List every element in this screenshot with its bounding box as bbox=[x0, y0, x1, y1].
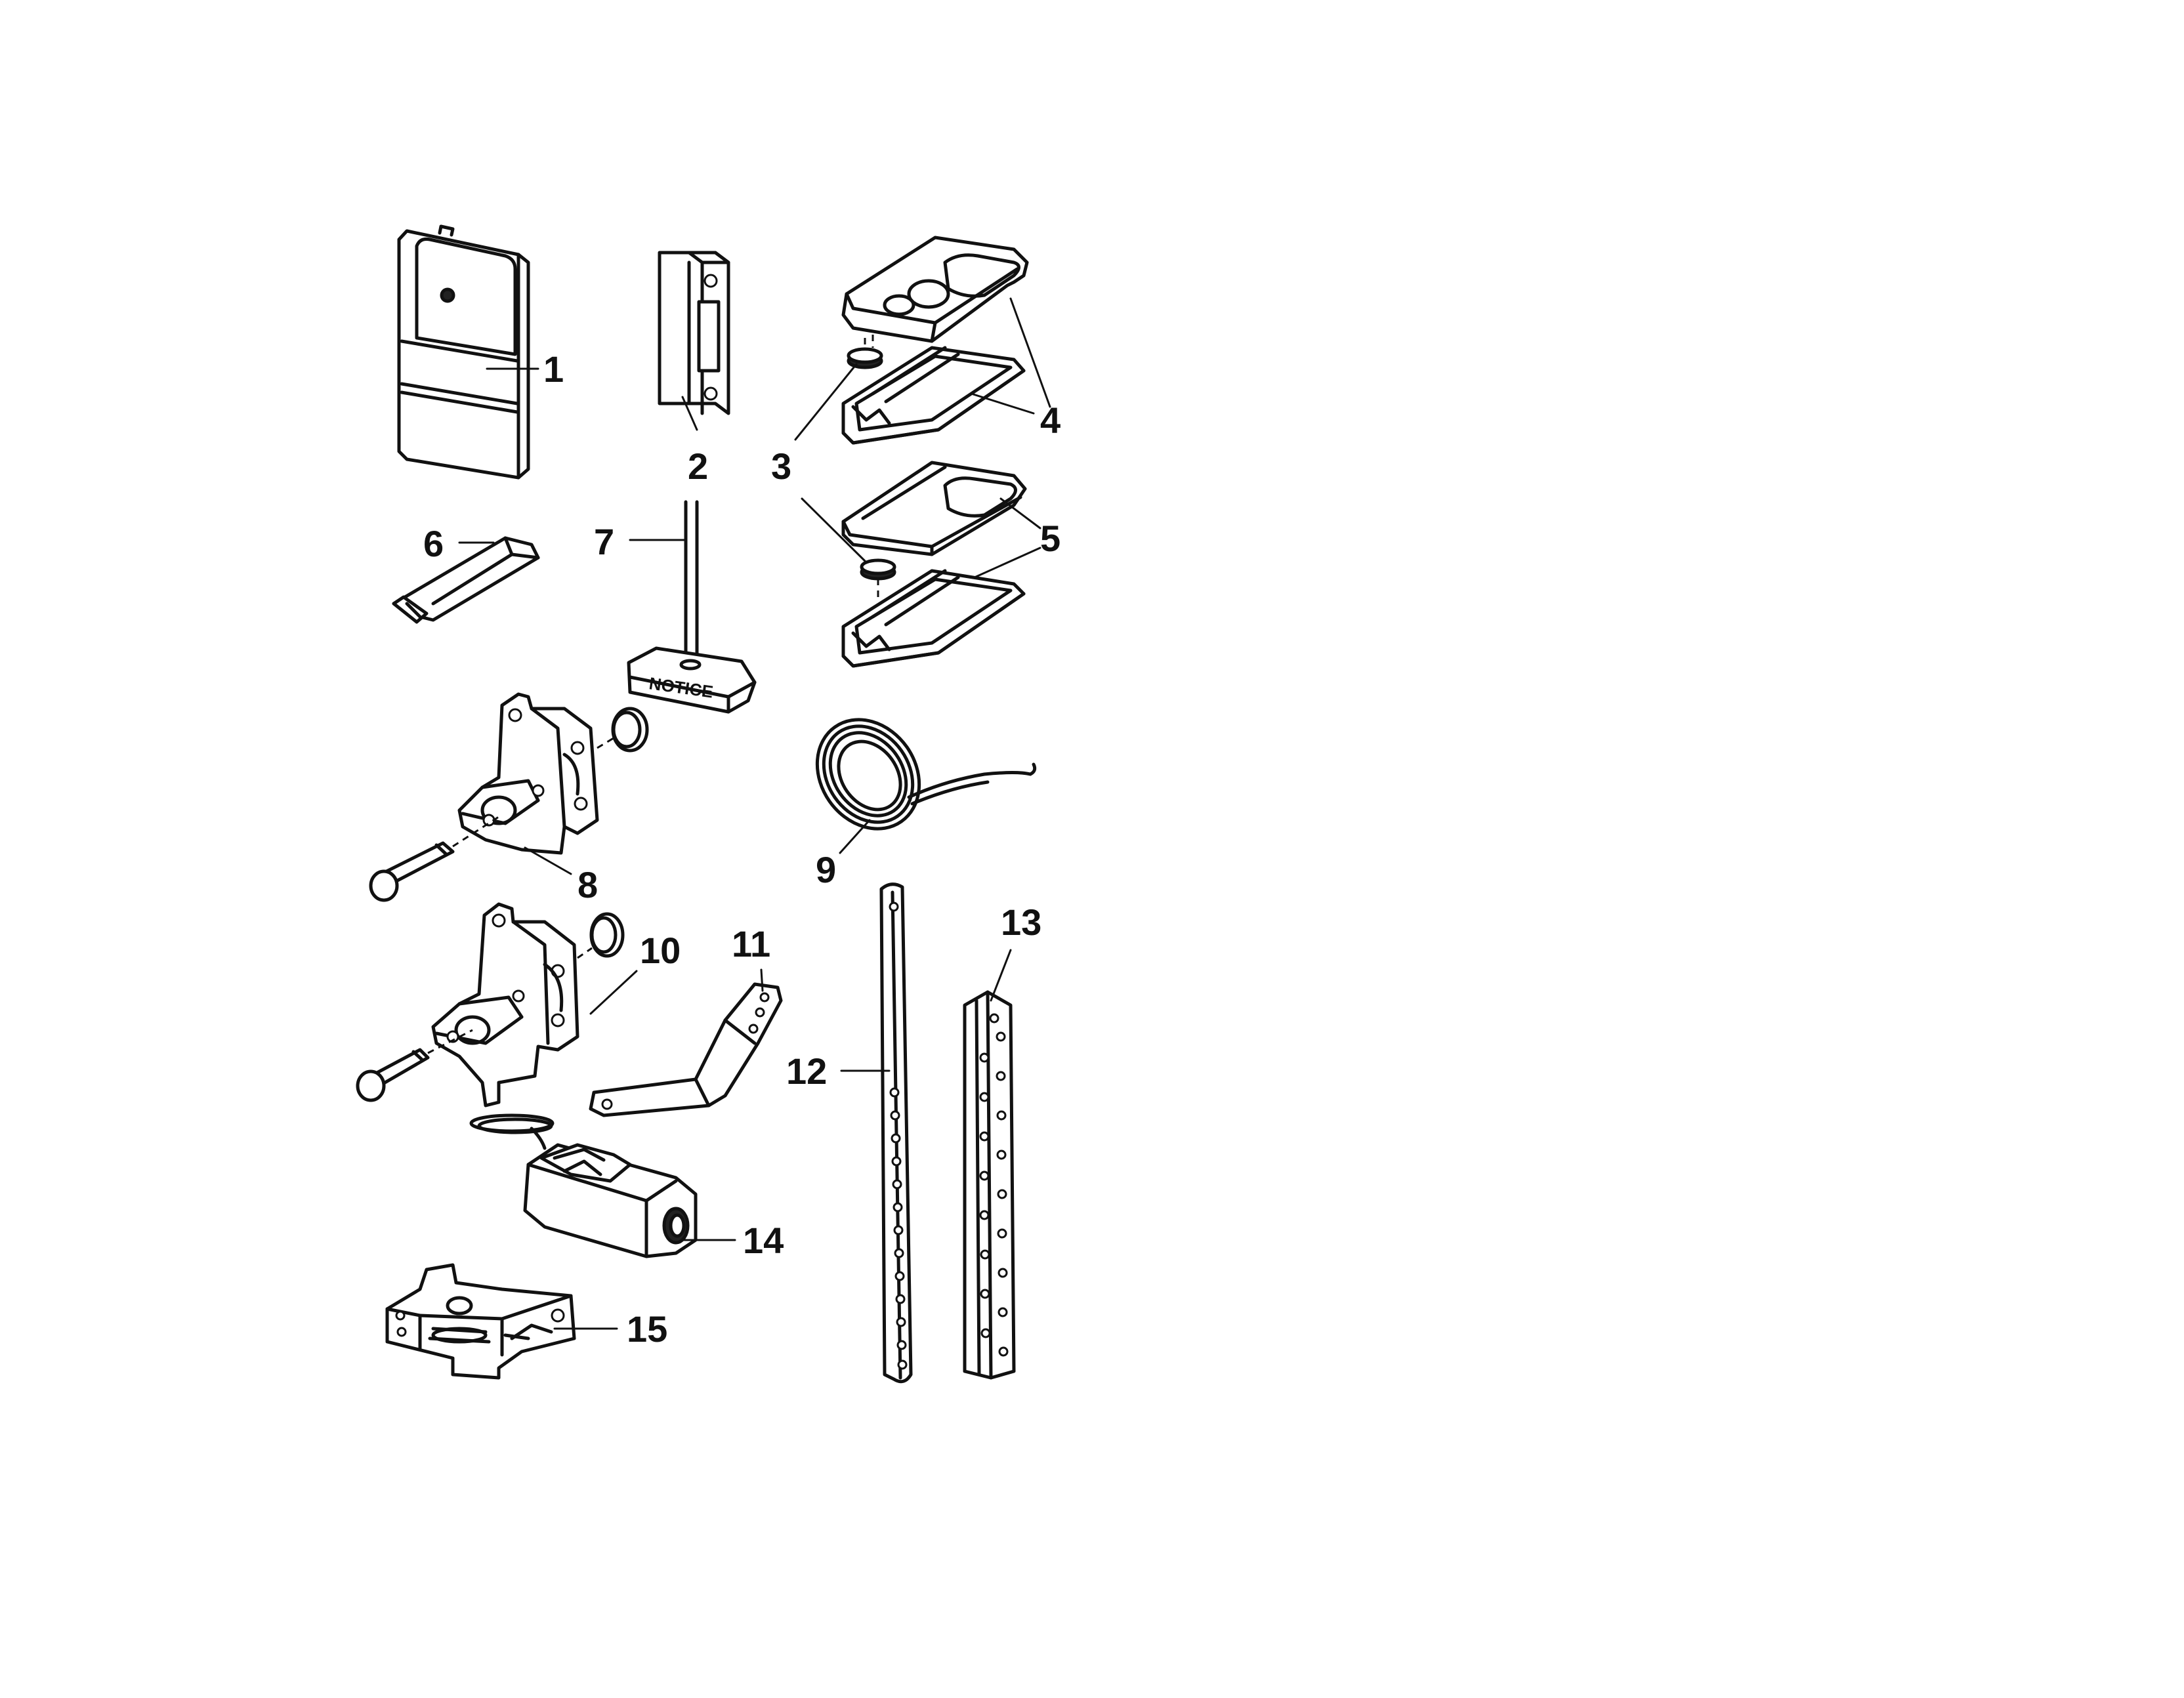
callout-1: 1 bbox=[486, 348, 564, 390]
callout-1-label: 1 bbox=[543, 348, 564, 390]
part-5-remote-case-top bbox=[841, 461, 1027, 556]
callout-3: 3 bbox=[771, 363, 866, 562]
callout-5: 5 bbox=[973, 497, 1060, 579]
callout-13: 13 bbox=[990, 901, 1041, 1002]
callout-6: 6 bbox=[423, 523, 495, 564]
part-15-sensor-bracket bbox=[385, 1263, 576, 1380]
callout-7: 7 bbox=[594, 521, 687, 562]
callout-6-label: 6 bbox=[423, 523, 444, 564]
callout-8-label: 8 bbox=[578, 864, 598, 905]
part-13-holes bbox=[979, 1013, 1009, 1357]
part-7-release-handle: NOTICE bbox=[627, 500, 757, 714]
callout-12-label: 12 bbox=[786, 1050, 827, 1092]
part-4-remote-case-top bbox=[841, 236, 1029, 348]
callout-2-label: 2 bbox=[688, 445, 708, 487]
callout-15-label: 15 bbox=[627, 1308, 667, 1350]
callout-11-label: 11 bbox=[732, 923, 770, 964]
callout-9: 9 bbox=[816, 819, 871, 890]
part-8-bracket bbox=[457, 692, 599, 855]
callout-12: 12 bbox=[786, 1050, 891, 1092]
part-5-remote-case-bottom bbox=[841, 569, 1026, 668]
callout-10-label: 10 bbox=[640, 930, 681, 971]
part-8-ring bbox=[597, 707, 649, 753]
part-3-battery-lower bbox=[860, 558, 896, 600]
callout-4: 4 bbox=[970, 297, 1060, 441]
part-12-holes bbox=[889, 901, 908, 1370]
part-8-pin bbox=[369, 816, 499, 902]
part-2-door-button bbox=[658, 251, 730, 415]
part-10-pin bbox=[356, 1029, 473, 1102]
callout-5-label: 5 bbox=[1040, 518, 1060, 559]
callout-10: 10 bbox=[589, 930, 681, 1015]
callout-4-label: 4 bbox=[1040, 400, 1060, 441]
callout-2: 2 bbox=[681, 396, 708, 487]
part-3-battery-upper bbox=[847, 338, 883, 369]
part-10-bracket bbox=[431, 902, 579, 1108]
callout-13-label: 13 bbox=[1001, 901, 1041, 943]
callout-11: 11 bbox=[732, 923, 770, 992]
part-13-angle-bar[interactable] bbox=[963, 990, 1016, 1380]
part-1-remote-control bbox=[397, 224, 530, 480]
callout-8: 8 bbox=[524, 846, 598, 905]
callout-15: 15 bbox=[553, 1308, 667, 1350]
part-9-bell-wire bbox=[815, 718, 1037, 831]
part-6-visor-clip bbox=[392, 536, 540, 624]
callout-14-label: 14 bbox=[743, 1220, 784, 1261]
part-11-curved-arm bbox=[589, 982, 783, 1117]
part-10-ring bbox=[577, 912, 625, 959]
part-12-straight-bar[interactable] bbox=[879, 882, 913, 1384]
callout-3-label-a: 3 bbox=[771, 445, 791, 487]
part-14-safety-sensor bbox=[469, 1113, 698, 1258]
callout-14: 14 bbox=[681, 1220, 784, 1261]
callout-7-label: 7 bbox=[594, 521, 614, 562]
callout-9-label: 9 bbox=[816, 849, 836, 890]
